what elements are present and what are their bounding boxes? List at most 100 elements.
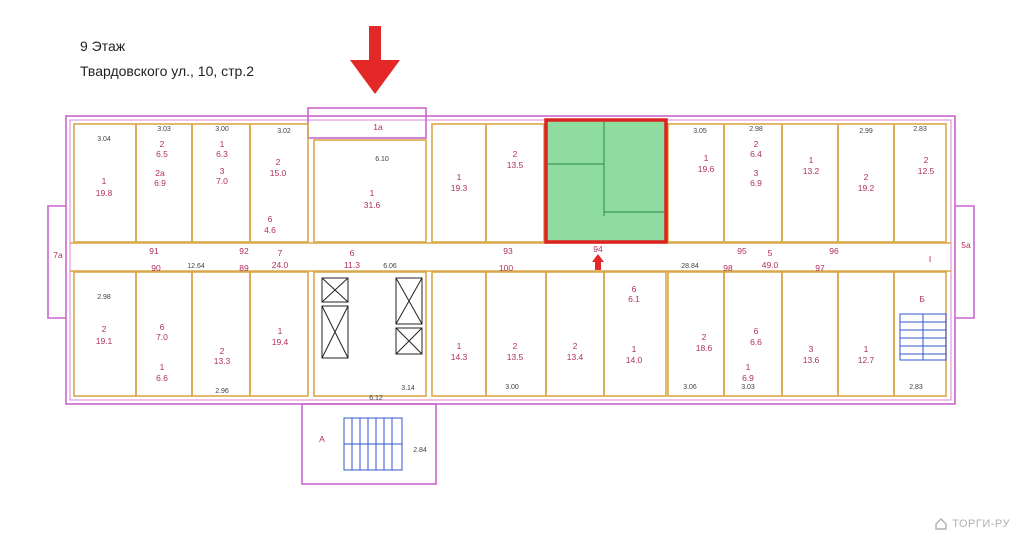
room-area: 6.6 [750, 337, 762, 347]
dim-label: 2.83 [909, 384, 923, 391]
pointer-arrow-small [592, 254, 604, 270]
room-number: 3 [220, 166, 225, 176]
room-number: 2 [513, 341, 518, 351]
room-number: 6 [754, 326, 759, 336]
room-number: 2 [102, 324, 107, 334]
pointer-arrow-top [350, 26, 400, 94]
room-number: 2 [513, 149, 518, 159]
room-number: 1 [102, 176, 107, 186]
room-number: 5 [768, 248, 773, 258]
room-area: 19.4 [272, 337, 289, 347]
corridor-number: 95 [737, 246, 747, 256]
room-area: 19.1 [96, 336, 113, 346]
dim-label: 6.12 [369, 395, 383, 402]
corridor [70, 242, 951, 272]
room-number: 6 [160, 322, 165, 332]
rooms-bottom [73, 271, 947, 397]
room-area: 6.9 [742, 373, 754, 383]
side-label: А [319, 434, 325, 444]
room-area: 7.0 [216, 176, 228, 186]
room-area: 7.0 [156, 332, 168, 342]
room-area: 11.3 [344, 260, 360, 270]
room-area: 12.7 [858, 355, 875, 365]
room-area: 13.6 [803, 355, 820, 365]
room-number: 1 [220, 139, 225, 149]
dim-label: 2.98 [749, 126, 763, 133]
dim-label: 3.00 [215, 126, 229, 133]
room-number: 2а [155, 168, 165, 178]
room-area: 4.6 [264, 225, 276, 235]
dim-label: 3.06 [683, 384, 697, 391]
dim-label: 28.84 [681, 263, 699, 270]
room-area: 14.0 [626, 355, 643, 365]
stairs-a [343, 417, 403, 471]
room-area: 19.3 [451, 183, 468, 193]
dim-label: 3.03 [741, 384, 755, 391]
corridor-number: 96 [829, 246, 839, 256]
room-number: 1 [160, 362, 165, 372]
room-area: 13.4 [567, 352, 584, 362]
highlighted-lot [544, 118, 668, 244]
room-number: 1 [746, 362, 751, 372]
rooms-top [73, 123, 947, 243]
corridor-number: 93 [503, 246, 513, 256]
side-label: 5а [961, 240, 971, 250]
room-number: 1а [373, 122, 383, 132]
room-number: 2 [220, 346, 225, 356]
house-icon [935, 518, 947, 530]
corridor-number: 92 [239, 246, 249, 256]
room-number: 3 [809, 344, 814, 354]
room-area: 6.9 [154, 178, 166, 188]
room-area: 12.5 [918, 166, 935, 176]
dim-label: 3.02 [277, 128, 291, 135]
room-area: 6.5 [156, 149, 168, 159]
dim-label: 2.99 [859, 128, 873, 135]
corridor-number: 89 [239, 263, 249, 273]
room-area: 14.3 [451, 352, 468, 362]
room-number: 2 [573, 341, 578, 351]
building-outline [47, 107, 975, 485]
dim-label: 12.64 [187, 263, 205, 270]
room-area: 13.2 [803, 166, 820, 176]
room-number: 6 [268, 214, 273, 224]
room-number: 1 [457, 341, 462, 351]
logo-text: ТОРГИ-РУ [952, 518, 1010, 530]
room-area: 49.0 [762, 260, 779, 270]
room-number: 6 [350, 248, 355, 258]
side-label: I [929, 254, 931, 264]
room-area: 19.8 [96, 188, 113, 198]
room-area: 6.6 [156, 373, 168, 383]
room-number: 1 [809, 155, 814, 165]
room-number: 7 [278, 248, 283, 258]
room-number: 1 [632, 344, 637, 354]
dim-label: 3.00 [505, 384, 519, 391]
room-number: 2 [276, 157, 281, 167]
room-area: 19.6 [698, 164, 715, 174]
room-area: 6.1 [628, 294, 640, 304]
side-label: Б [919, 294, 925, 304]
room-number: 1 [704, 153, 709, 163]
corridor-number: 97 [815, 263, 825, 273]
room-number: 2 [924, 155, 929, 165]
room-number: 1 [864, 344, 869, 354]
room-number: 2 [864, 172, 869, 182]
room-number: 6 [632, 284, 637, 294]
torgi-logo: ТОРГИ-РУ [934, 517, 1010, 531]
room-number: 2 [754, 139, 759, 149]
side-label: 7а [53, 250, 63, 260]
room-area: 6.3 [216, 149, 228, 159]
corridor-number: 100 [499, 263, 513, 273]
room-area: 15.0 [270, 168, 287, 178]
room-number: 1 [370, 188, 375, 198]
dim-label: 3.05 [693, 128, 707, 135]
room-area: 6.4 [750, 149, 762, 159]
room-number: 1 [457, 172, 462, 182]
room-area: 24.0 [272, 260, 289, 270]
room-area: 13.5 [507, 352, 524, 362]
room-area: 6.9 [750, 178, 762, 188]
address-title: Твардовского ул., 10, стр.2 [80, 63, 255, 79]
dim-label: 6.06 [383, 263, 397, 270]
room-area: 18.6 [696, 343, 713, 353]
dim-label: 2.98 [97, 294, 111, 301]
